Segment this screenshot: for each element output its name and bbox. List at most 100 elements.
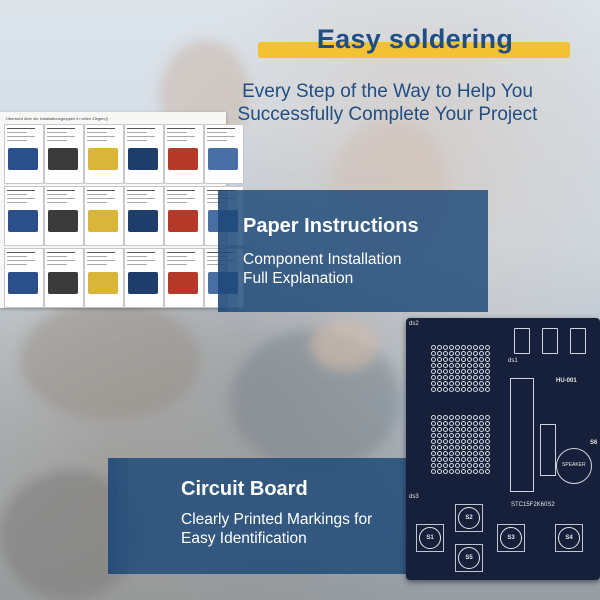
booklet-text-line [127, 190, 155, 191]
pcb-pad [461, 351, 466, 356]
pcb-pad [479, 463, 484, 468]
booklet-text-line [47, 256, 67, 257]
pcb-pad [455, 415, 460, 420]
booklet-text-line [47, 194, 67, 195]
pcb-pad [431, 369, 436, 374]
booklet-text-line [207, 256, 227, 257]
booklet-text-line [47, 260, 75, 261]
booklet-text-line [207, 140, 227, 141]
pcb-pad [443, 387, 448, 392]
booklet-text-line [7, 260, 35, 261]
pcb-pad [455, 387, 460, 392]
pcb-pad [455, 433, 460, 438]
booklet-text-line [87, 264, 107, 265]
pcb-pad [473, 457, 478, 462]
pcb-pad [485, 357, 490, 362]
pcb-pad [485, 415, 490, 420]
pcb-pad [443, 469, 448, 474]
booklet-text-line [207, 194, 227, 195]
pcb-pad [437, 463, 442, 468]
pcb-pad [467, 369, 472, 374]
pcb-pad [473, 369, 478, 374]
pcb-pad [467, 363, 472, 368]
booklet-text-line [7, 132, 27, 133]
pcb-pad [437, 451, 442, 456]
booklet-text-line [127, 140, 147, 141]
pcb-pad [467, 463, 472, 468]
booklet-text-line [7, 136, 35, 137]
pcb-pad [461, 433, 466, 438]
pcb-pad [437, 457, 442, 462]
seven-segment-digit [570, 328, 586, 354]
pcb-pad [461, 357, 466, 362]
pcb-pad [443, 345, 448, 350]
pcb-pad [473, 427, 478, 432]
subheadline-line-2: Successfully Complete Your Project [237, 104, 538, 125]
pcb-pad [485, 433, 490, 438]
circuit-line-2: Easy Identification [181, 530, 307, 547]
pcb-pad [443, 357, 448, 362]
circuit-line-1: Clearly Printed Markings for [181, 511, 373, 528]
booklet-text-line [87, 136, 115, 137]
pcb-pad [449, 439, 454, 444]
led-matrix-footprint [428, 342, 490, 392]
pcb-pad [455, 427, 460, 432]
booklet-text-line [167, 194, 187, 195]
booklet-text-line [87, 202, 107, 203]
booklet-text-line [7, 202, 27, 203]
booklet-step-picture [48, 148, 78, 170]
pcb-pad [479, 439, 484, 444]
pcb-pad [467, 451, 472, 456]
pcb-pad [449, 345, 454, 350]
pcb-pad [431, 445, 436, 450]
booklet-text-line [167, 260, 195, 261]
pcb-pad [479, 381, 484, 386]
pcb-pad [461, 439, 466, 444]
pcb-pad [443, 369, 448, 374]
s6-label: S6 [590, 440, 598, 446]
pcb-pad [431, 421, 436, 426]
pcb-pad [461, 469, 466, 474]
pcb-pad [431, 375, 436, 380]
pcb-pad [437, 415, 442, 420]
circuit-title: Circuit Board [181, 478, 308, 500]
pcb-pad [437, 369, 442, 374]
booklet-step-picture [8, 148, 38, 170]
pcb-pad [461, 463, 466, 468]
pcb-pad [461, 387, 466, 392]
pcb-pad [437, 421, 442, 426]
ds1-label: ds1 [508, 358, 518, 364]
pcb-pad [455, 445, 460, 450]
pcb-pad [461, 421, 466, 426]
booklet-text-line [167, 252, 195, 253]
pcb-pad [455, 375, 460, 380]
pcb-pad [443, 421, 448, 426]
pcb-pad [449, 415, 454, 420]
pcb-pad [437, 375, 442, 380]
booklet-text-line [87, 256, 107, 257]
pcb-pad [443, 427, 448, 432]
booklet-text-line [47, 128, 75, 129]
pcb-pad [431, 345, 436, 350]
pcb-pad [449, 469, 454, 474]
pcb-pad [461, 375, 466, 380]
booklet-text-line [207, 132, 227, 133]
pcb-pad [437, 427, 442, 432]
pcb-pad [479, 457, 484, 462]
booklet-text-line [207, 202, 227, 203]
pcb-pad [431, 387, 436, 392]
pcb-pad [431, 363, 436, 368]
pcb-pad [449, 381, 454, 386]
pcb-pad [437, 381, 442, 386]
paper-instructions-panel: Paper Instructions Component Installatio… [218, 190, 488, 312]
pcb-pad [431, 381, 436, 386]
button-s2: S2 [458, 507, 480, 529]
booklet-text-line [7, 140, 27, 141]
circuit-board-panel: Circuit Board Clearly Printed Markings f… [108, 458, 408, 574]
pcb-pad [455, 363, 460, 368]
pcb-pad [461, 369, 466, 374]
pcb-pad [455, 381, 460, 386]
pcb-pad [467, 433, 472, 438]
pcb-pad [455, 463, 460, 468]
pcb-pad [467, 439, 472, 444]
